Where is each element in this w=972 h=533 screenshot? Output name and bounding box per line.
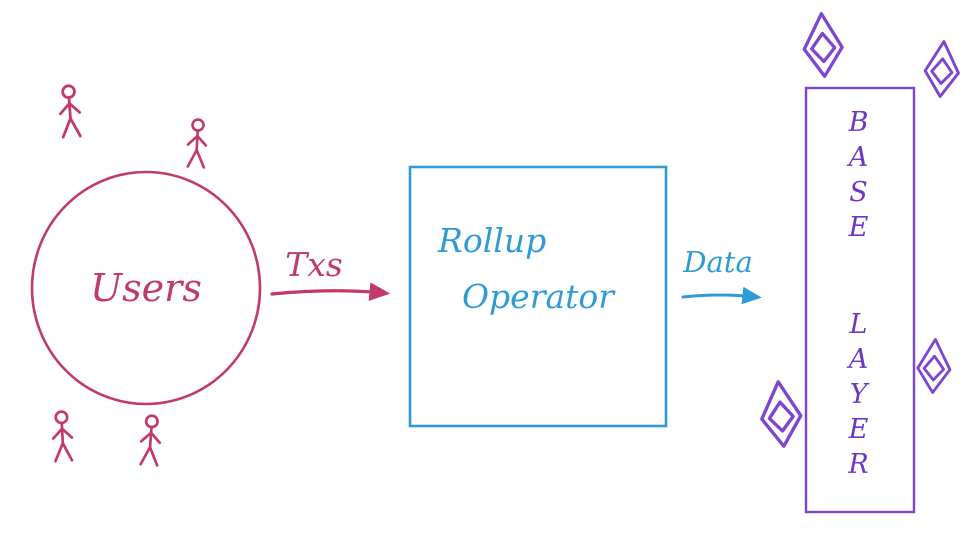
base-layer-letter: A — [846, 344, 870, 375]
rollup-operator-box — [408, 165, 668, 428]
data-arrow — [681, 286, 762, 305]
base-layer-letter: Y — [850, 379, 870, 410]
ethereum-diamond-icon — [756, 378, 806, 450]
base-layer-box — [804, 86, 916, 514]
base-layer-letter: B — [848, 107, 870, 138]
stick-figure-icon — [185, 117, 209, 169]
users-circle — [30, 170, 262, 406]
rollup-label-line1: Rollup — [437, 221, 546, 260]
users-label: Users — [90, 266, 202, 310]
ethereum-diamond-icon — [800, 10, 846, 80]
ethereum-diamond-icon — [915, 337, 953, 395]
base-layer-letter: L — [849, 309, 869, 340]
stick-figure-icon — [138, 413, 163, 467]
stick-figure-icon — [50, 409, 75, 463]
stick-figure-icon — [57, 83, 83, 139]
base-layer-letter: A — [846, 142, 870, 173]
base-layer-letter: E — [848, 212, 870, 243]
base-layer-letter: R — [847, 449, 869, 480]
ethereum-diamond-icon — [921, 38, 963, 100]
txs-label: Txs — [285, 245, 343, 284]
txs-arrow — [270, 282, 391, 301]
data-label: Data — [682, 245, 752, 279]
rollup-label-line2: Operator — [462, 277, 616, 316]
base-layer-letter: E — [848, 414, 870, 445]
base-layer-letter: S — [849, 177, 869, 208]
